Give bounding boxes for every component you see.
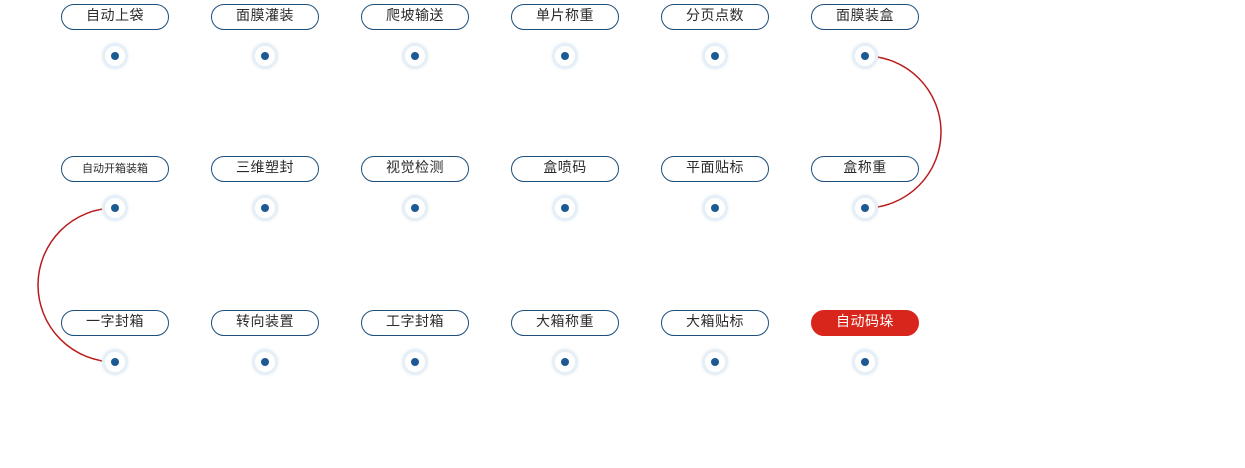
step-pill-active[interactable]: 自动码垛 xyxy=(811,310,919,336)
step-pill[interactable]: 大箱称重 xyxy=(511,310,619,336)
step-pill[interactable]: 爬坡输送 xyxy=(361,4,469,30)
step-pill[interactable]: 盒称重 xyxy=(811,156,919,182)
step-pill[interactable]: 盒喷码 xyxy=(511,156,619,182)
step-node[interactable] xyxy=(855,198,875,218)
step-pill[interactable]: 三维塑封 xyxy=(211,156,319,182)
step-node[interactable] xyxy=(255,352,275,372)
left-turn-connector xyxy=(37,207,116,363)
step-pill[interactable]: 自动开箱装箱 xyxy=(61,156,169,182)
step-pill[interactable]: 视觉检测 xyxy=(361,156,469,182)
step-pill[interactable]: 面膜灌装 xyxy=(211,4,319,30)
step-node[interactable] xyxy=(705,198,725,218)
step-node[interactable] xyxy=(555,46,575,66)
step-pill[interactable]: 分页点数 xyxy=(661,4,769,30)
step-pill[interactable]: 转向装置 xyxy=(211,310,319,336)
right-turn-connector xyxy=(864,55,942,209)
step-node[interactable] xyxy=(855,352,875,372)
step-pill[interactable]: 自动上袋 xyxy=(61,4,169,30)
step-node[interactable] xyxy=(555,352,575,372)
step-pill[interactable]: 一字封箱 xyxy=(61,310,169,336)
step-node[interactable] xyxy=(255,198,275,218)
step-node[interactable] xyxy=(255,46,275,66)
step-node[interactable] xyxy=(105,46,125,66)
step-node[interactable] xyxy=(405,352,425,372)
step-pill[interactable]: 单片称重 xyxy=(511,4,619,30)
step-node[interactable] xyxy=(405,198,425,218)
step-node[interactable] xyxy=(105,352,125,372)
step-node[interactable] xyxy=(105,198,125,218)
step-node[interactable] xyxy=(705,46,725,66)
step-node[interactable] xyxy=(555,198,575,218)
step-node[interactable] xyxy=(405,46,425,66)
step-node[interactable] xyxy=(705,352,725,372)
step-pill[interactable]: 面膜装盒 xyxy=(811,4,919,30)
step-pill[interactable]: 平面贴标 xyxy=(661,156,769,182)
step-pill[interactable]: 工字封箱 xyxy=(361,310,469,336)
step-node[interactable] xyxy=(855,46,875,66)
step-pill[interactable]: 大箱贴标 xyxy=(661,310,769,336)
